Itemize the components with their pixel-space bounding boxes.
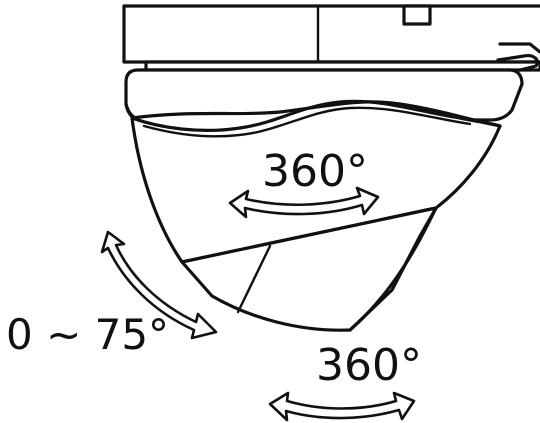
- pan-rotation-arrow: [228, 186, 380, 219]
- axial-rotation-label: 360°: [316, 340, 422, 391]
- mounting-base: [122, 4, 540, 72]
- tilt-range-label: 0 ~ 75°: [6, 310, 170, 359]
- dome-body: [130, 99, 502, 264]
- lens-module: [180, 206, 438, 332]
- axial-rotation-arrow: [268, 391, 416, 422]
- tilt-range-arrow: [100, 230, 218, 340]
- pan-rotation-label: 360°: [262, 146, 368, 197]
